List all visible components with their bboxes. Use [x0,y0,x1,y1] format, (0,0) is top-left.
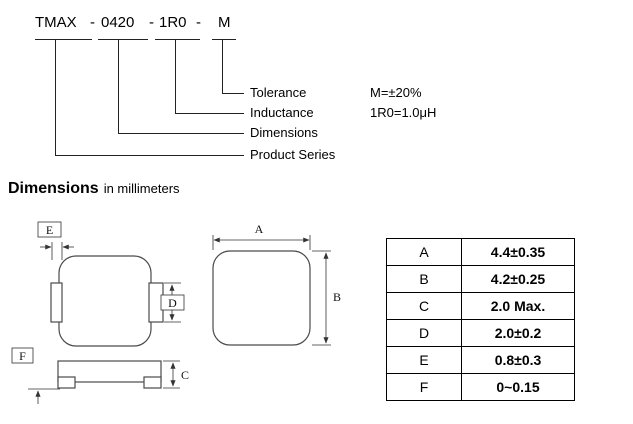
callout-label-dimensions: Dimensions [250,125,318,140]
dim-label-a: A [255,222,264,236]
callout-line-product-series [55,40,244,156]
table-row: E 0.8±0.3 [386,346,575,374]
callout-line-inductance [175,40,244,114]
side-view-body [57,360,162,383]
part-number-tolerance-token: M [218,14,231,31]
dim-value: 0.8±0.3 [461,346,575,374]
dimensions-heading-title: Dimensions [8,180,99,197]
inductance-code-value: 1R0=1.0μH [370,105,437,120]
part-number-inductance-token: 1R0 [159,14,187,31]
underline-series [35,39,92,40]
dimensions-table: A 4.4±0.35 B 4.2±0.25 C 2.0 Max. D 2.0±0… [386,238,575,401]
dim-label-e: E [46,223,53,237]
dim-param: A [386,238,462,266]
dim-label-box-e [37,221,62,238]
part-number-series-token: TMAX [35,14,77,31]
callout-line-tolerance [222,40,244,94]
side-view-pad-left [57,376,76,389]
table-row: F 0~0.15 [386,373,575,401]
table-row: B 4.2±0.25 [386,265,575,293]
callout-label-tolerance: Tolerance [250,85,307,100]
dim-label-box-d [160,294,185,311]
side-view-pad-right [143,376,162,389]
dim-param: E [386,346,462,374]
callout-line-dimensions [118,40,244,134]
dim-value: 4.2±0.25 [461,265,575,293]
dim-value: 2.0 Max. [461,292,575,320]
callout-label-product-series: Product Series [250,147,336,162]
part-number-separator: - [149,14,154,31]
dimensions-heading-subtitle: in millimeters [103,181,180,196]
dim-value: 4.4±0.35 [461,238,575,266]
dim-param: D [386,319,462,347]
dimensions-heading: Dimensions in millimeters [8,180,180,198]
part-number-separator: - [90,14,95,31]
dim-label-c: C [181,368,189,382]
dim-param: B [386,265,462,293]
top-view-body-with-terminals [58,255,152,347]
terminal-left [50,282,63,323]
top-view-body-plain [212,250,311,346]
dim-label-d: D [168,296,177,310]
part-number-separator: - [196,14,201,31]
dim-value: 2.0±0.2 [461,319,575,347]
dim-value: 0~0.15 [461,373,575,401]
dim-label-f: F [19,349,26,363]
dim-label-b: B [333,290,341,304]
underline-size [98,39,148,40]
underline-inductance [155,39,200,40]
tolerance-code-value: M=±20% [370,85,422,100]
table-row: D 2.0±0.2 [386,319,575,347]
dim-label-box-f [11,347,34,364]
dim-param: C [386,292,462,320]
table-row: A 4.4±0.35 [386,238,575,266]
table-row: C 2.0 Max. [386,292,575,320]
underline-tolerance [212,39,236,40]
dim-param: F [386,373,462,401]
technical-drawings: E D A B C F [11,221,341,404]
part-number-size-token: 0420 [101,14,135,31]
callout-label-inductance: Inductance [250,105,314,120]
